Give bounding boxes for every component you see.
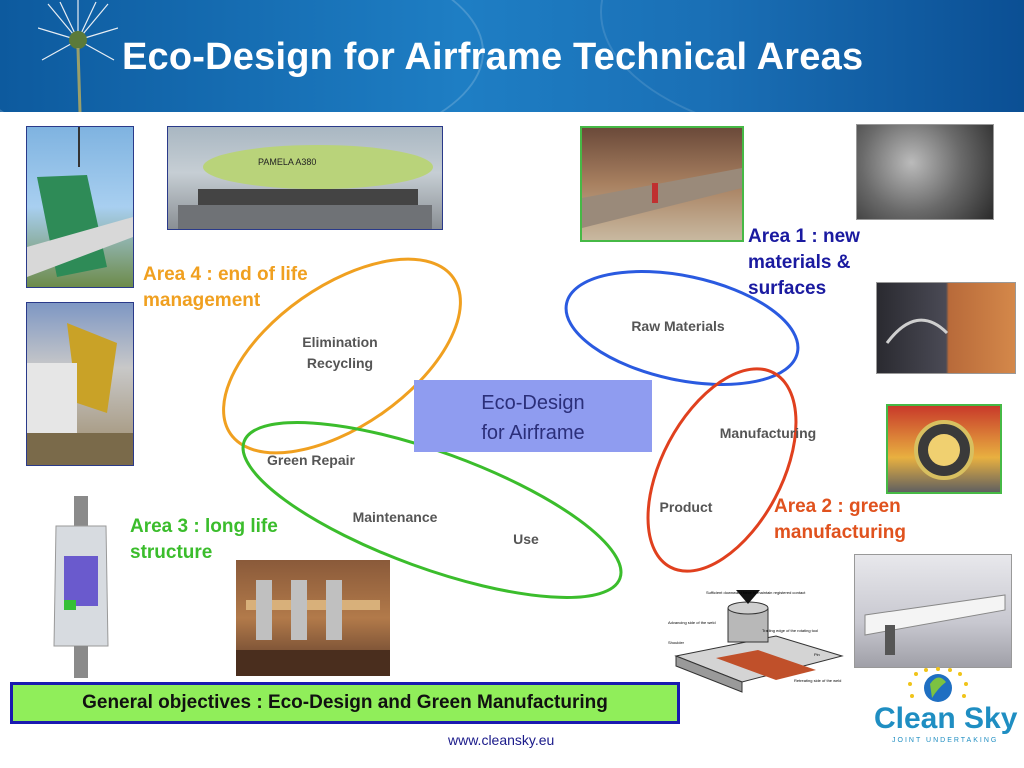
area4-label-line: management [143,290,261,311]
area1-label-line: Area 1 : new [748,226,860,247]
product-label: Product [659,499,713,515]
area4-label-line: Area 4 : end of life [143,264,308,285]
area3-ellipse [241,421,623,599]
area3-label-line: Area 3 : long life [130,516,278,537]
title-banner: Eco-Design for Airframe Technical Areas [0,0,1024,112]
area2-label: Area 2 : green manufacturing [774,494,906,546]
area4-ellipse [222,257,462,455]
weld-label-probe: Pin [814,652,820,657]
green-repair-label: Green Repair [267,452,355,468]
area3-label: Area 3 : long life structure [130,514,278,566]
area2-label-line: manufacturing [774,522,906,543]
logo-tagline: JOINT UNDERTAKING [892,737,999,744]
center-line1: Eco-Design [481,392,585,414]
area4-label: Area 4 : end of life management [143,262,308,314]
structure-specimen-photo [46,496,116,678]
eco-design-center-box: Eco-Design for Airframe [414,380,652,452]
area1-label: Area 1 : new materials & surfaces [748,224,860,302]
weld-label-advancing: Advancing side of the weld [668,620,716,625]
area2-ellipse [646,367,798,573]
raw-materials-factory-photo [580,126,744,242]
dandelion-image [38,0,118,112]
area2-label-line: Area 2 : green [774,496,901,517]
friction-stir-weld-diagram: Sufficient downward force to maintain re… [668,590,844,693]
raw-materials-label: Raw Materials [631,318,725,334]
microstructure-photo [856,124,994,220]
weld-label-top: Sufficient downward force to maintain re… [706,590,806,595]
page-title: Eco-Design for Airframe Technical Areas [122,36,864,78]
elimination-recycling-label: Elimination Recycling [280,332,400,374]
general-objectives-box: General objectives : Eco-Design and Gree… [10,682,680,724]
paint-hangar-photo [854,554,1012,668]
svg-text:PAMELA A380: PAMELA A380 [258,157,316,167]
area1-label-line: surfaces [748,278,827,299]
a380-assembly-photo: PAMELA A380 [167,126,443,230]
composite-fibre-photo [876,282,1016,374]
recycling-label: Recycling [306,355,374,371]
weld-label-trailing: Trailing edge of the rotating tool [762,628,818,633]
dismantling-photo [26,302,134,466]
clean-sky-logo [908,667,968,702]
logo-name: Clean Sky [874,702,1018,735]
website-url[interactable]: www.cleansky.eu [448,732,555,748]
weld-label-retreating: Retreating side of the weld [794,678,841,683]
maintenance-label: Maintenance [352,509,438,525]
center-line2: for Airframe [481,422,585,444]
area1-ellipse [564,270,800,386]
area3-label-line: structure [130,542,213,563]
banner-swirl [0,0,484,112]
repair-rig-photo [236,560,390,676]
weld-label-shoulder: Shoulder [668,640,685,645]
area1-label-line: materials & [748,252,851,273]
elimination-label: Elimination [302,334,378,350]
manufacturing-label: Manufacturing [719,425,817,441]
tail-crane-photo [26,126,134,288]
autoclave-photo [886,404,1002,494]
use-label: Use [513,531,539,547]
